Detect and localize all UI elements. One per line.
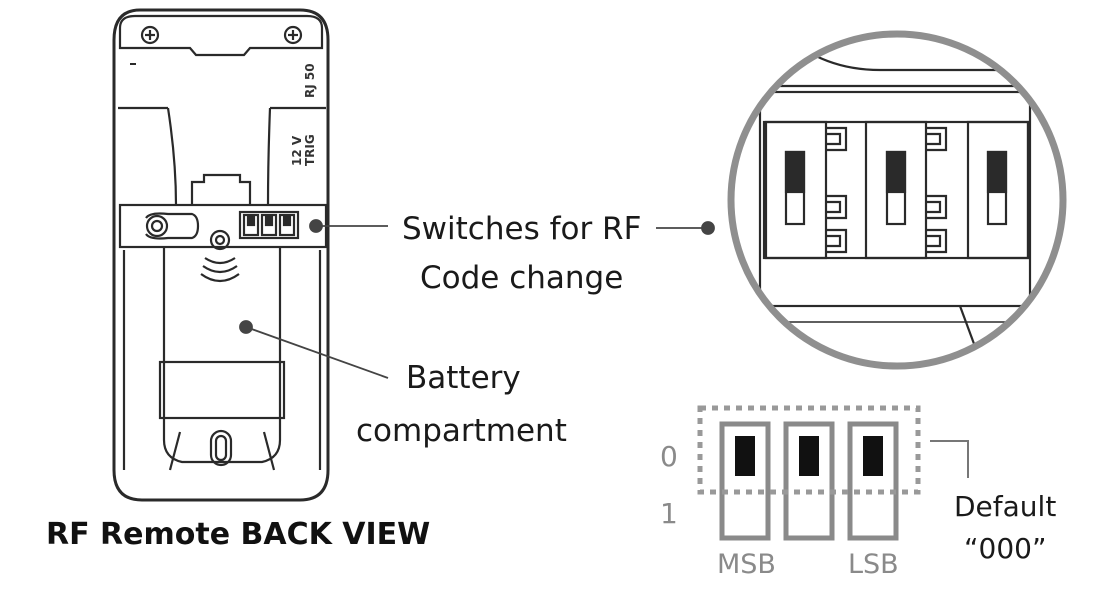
default-callout-line1: Default: [954, 490, 1057, 523]
lsb-label: LSB: [848, 549, 899, 580]
callout-leaders: [239, 219, 715, 379]
screw-icon: [283, 25, 303, 45]
remote-back-view: [112, 8, 330, 502]
default-bracket: [930, 440, 969, 478]
remote-top-cap: [118, 14, 324, 57]
battery-callout-line2: compartment: [356, 413, 567, 449]
switches-callout-line1: Switches for RF: [402, 211, 642, 247]
battery-callout-line1: Battery: [406, 360, 521, 396]
remote-clip: [190, 173, 252, 205]
screw-icon: [145, 212, 200, 240]
default-highlight-box: [697, 405, 921, 495]
antenna-button-icon: [200, 229, 240, 283]
trigger-label-line1: 12 V: [290, 135, 304, 166]
trigger-label-line2: TRIG: [303, 134, 317, 166]
latch-slot: [209, 429, 233, 467]
row-0-label: 0: [660, 440, 678, 473]
magnified-switches: [727, 30, 1067, 370]
row-1-label: 1: [660, 497, 678, 530]
switch-mid: [783, 421, 835, 541]
switch-setting-diagram: [697, 405, 969, 541]
label-plate: [158, 360, 286, 420]
screw-icon: [140, 25, 160, 45]
magnifier-ring: [727, 30, 1067, 370]
remote-outer-shell: [112, 8, 330, 502]
rj50-label: RJ 50: [303, 63, 317, 98]
switches-callout-line2: Code change: [420, 260, 624, 296]
mini-dip-switches: [238, 210, 300, 240]
page-title: RF Remote BACK VIEW: [46, 517, 431, 552]
battery-cover: [162, 247, 282, 464]
msb-label: MSB: [717, 549, 776, 580]
default-callout-line2: “000”: [964, 532, 1047, 565]
